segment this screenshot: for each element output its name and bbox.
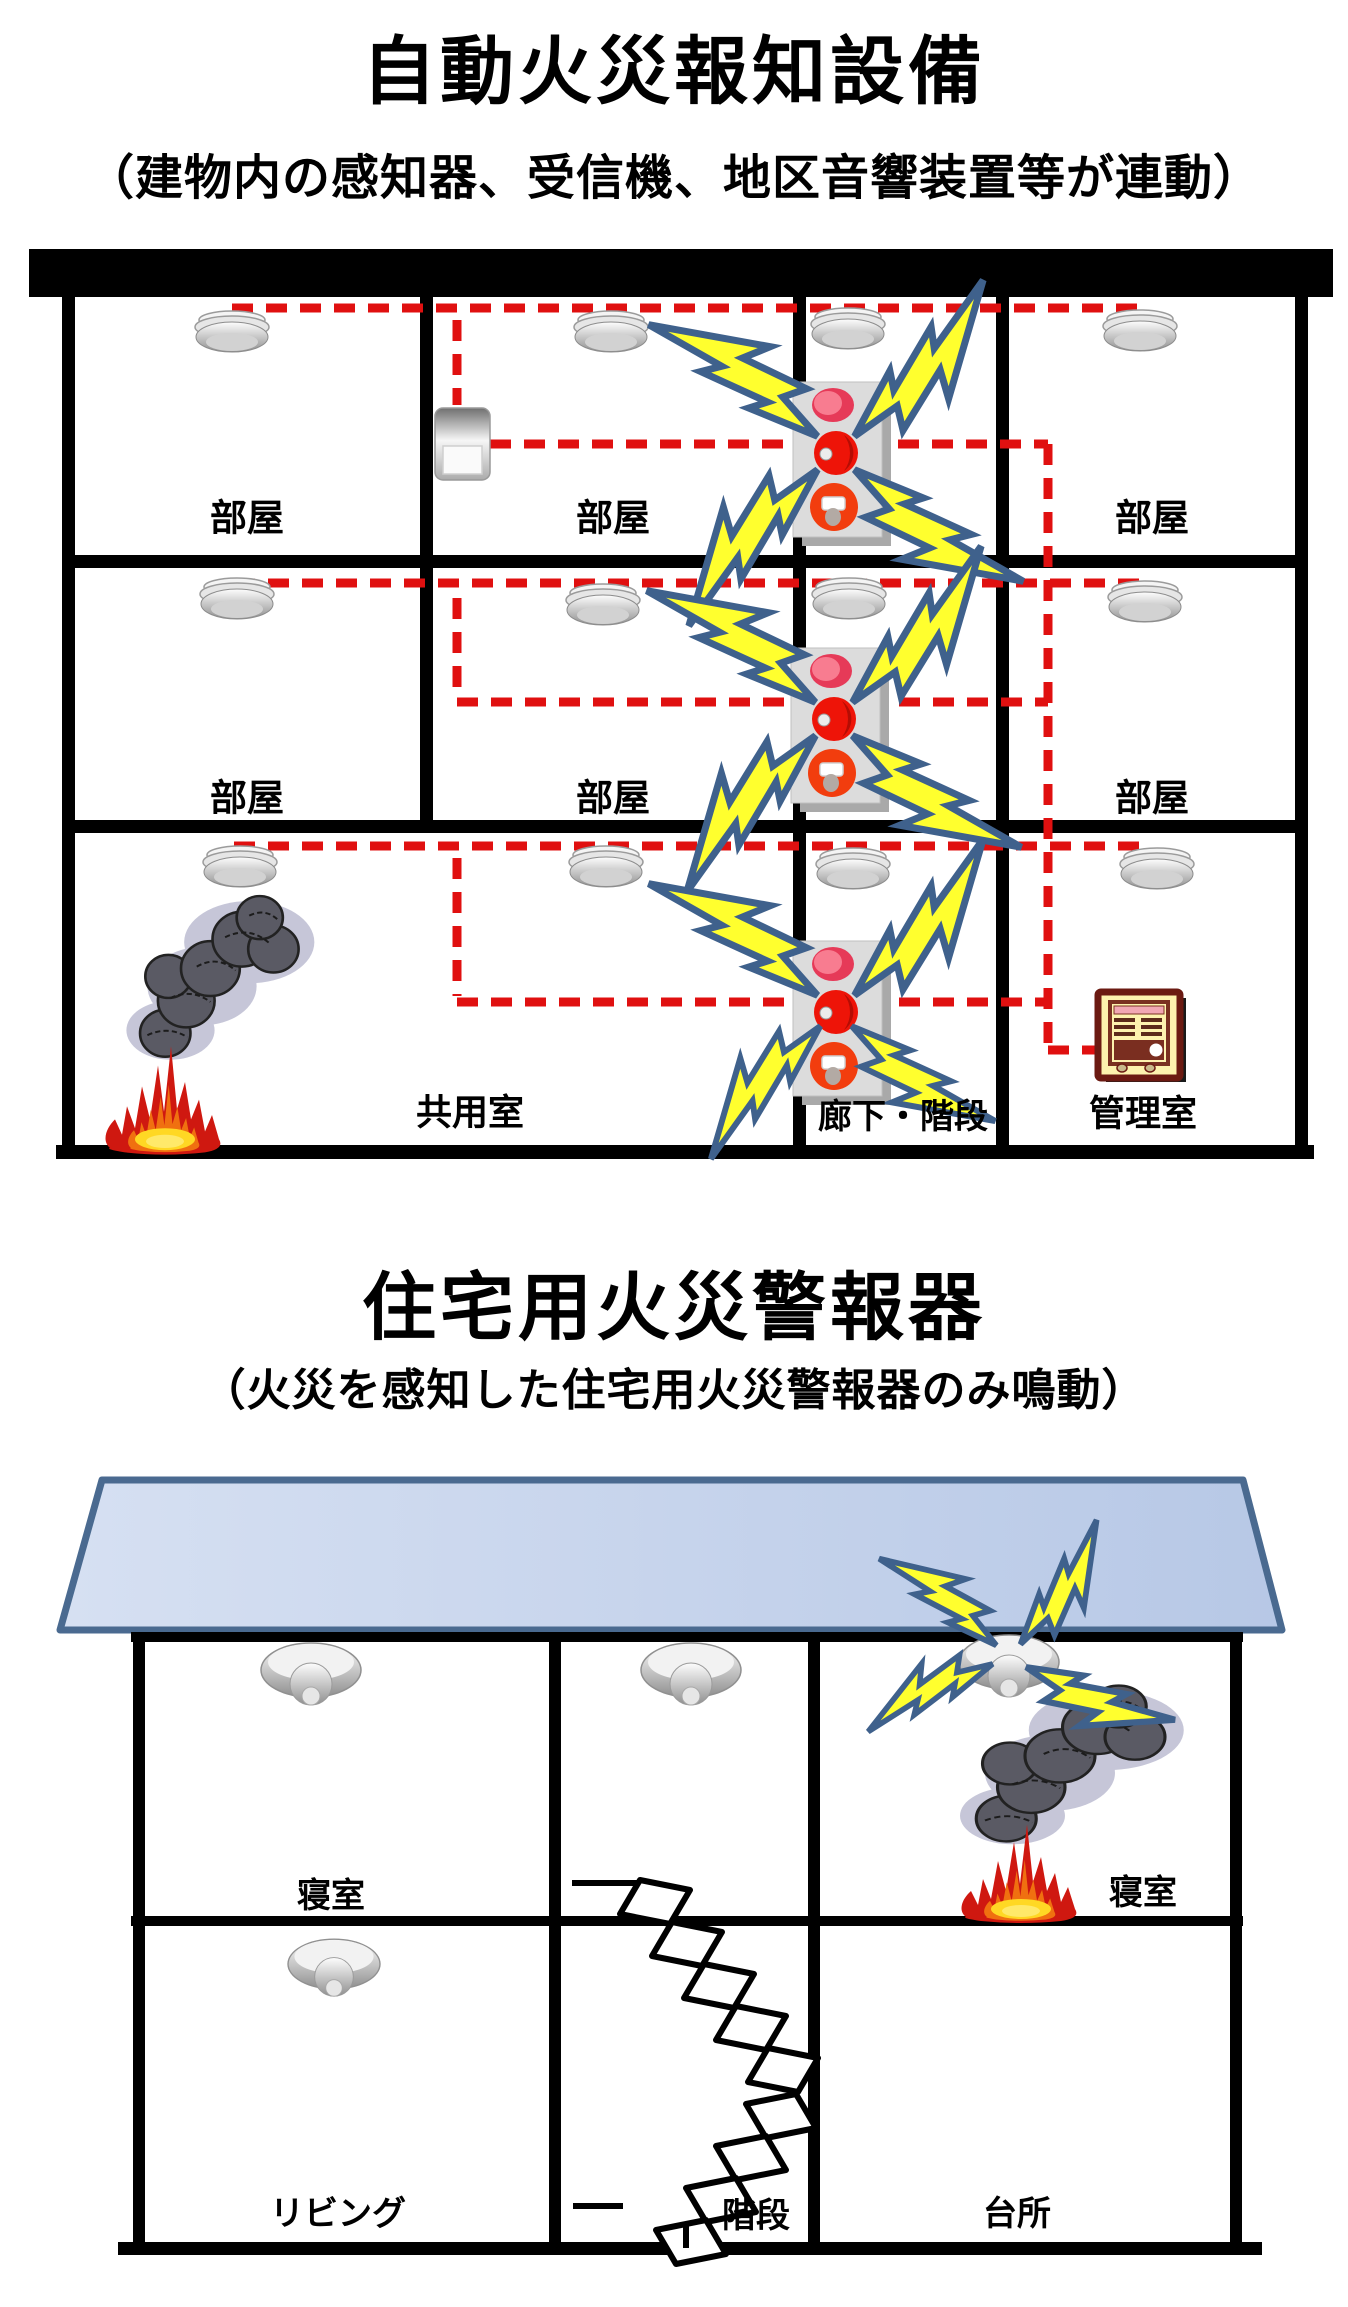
- wall-right: [1295, 297, 1308, 1158]
- house-structure: [118, 1632, 1262, 2255]
- wall-room-divider: [420, 297, 433, 820]
- lightning-bolt-icon: [649, 835, 841, 1017]
- smoke-detector-icon: [565, 583, 641, 626]
- smoke-detector-icon: [573, 310, 649, 353]
- bedroom-label: 寝室: [297, 1876, 365, 1915]
- roof: [56, 1476, 1286, 1634]
- house-ceiling-line: [131, 1632, 1243, 1642]
- staircase-icon: [572, 1880, 818, 2264]
- smoke-detector-icon: [199, 577, 275, 620]
- house-floor-divider: [131, 1916, 1243, 1926]
- transmitter-icon: [434, 407, 491, 481]
- house-wall-left: [133, 1632, 145, 2242]
- kitchen-label: 台所: [983, 2195, 1051, 2233]
- bedroom-label: 寝室: [1109, 1873, 1177, 1912]
- stairwell-wall-right: [808, 1642, 820, 2242]
- section1-subtitle: （建物内の感知器、受信機、地区音響装置等が連動）: [85, 152, 1262, 205]
- room-label: 部屋: [1115, 498, 1189, 539]
- smoke-detector-icon: [815, 847, 891, 890]
- building-structure: [29, 249, 1333, 1159]
- smoke-icon: [125, 894, 316, 1062]
- ceiling-slab: [29, 249, 1333, 297]
- building-floor-bottom: [56, 1145, 1314, 1159]
- stairwell-wall-left: [549, 1642, 561, 2242]
- fire-icon: [105, 1046, 221, 1155]
- smoke-detector-icon: [1119, 847, 1195, 890]
- residential-alarm-icon: [287, 1938, 381, 1997]
- house-wall-right: [1230, 1632, 1242, 2242]
- smoke-detector-icon: [202, 845, 278, 888]
- wall-left: [62, 297, 75, 1158]
- room-label: 部屋: [1115, 778, 1189, 819]
- receiver-icon: [1094, 988, 1186, 1082]
- living-label: リビング: [270, 2195, 406, 2233]
- section2-subtitle: （火災を感知した住宅用火災警報器のみ鳴動）: [201, 1366, 1147, 1415]
- floor-divider-1: [62, 555, 1308, 568]
- room-label: 部屋: [210, 498, 284, 539]
- smoke-detector-icon: [1107, 580, 1183, 623]
- room-label: 部屋: [576, 498, 650, 539]
- smoke-detector-icon: [810, 307, 886, 350]
- corridor-label: 廊下・階段: [818, 1097, 988, 1136]
- section2-title: 住宅用火災警報器: [362, 1266, 986, 1349]
- residential-alarm-icon: [640, 1642, 742, 1706]
- section1-title: 自動火災報知設備: [362, 30, 986, 113]
- smoke-detector-icon: [568, 845, 644, 888]
- alarm-wiring: [232, 303, 1145, 1055]
- room-label: 部屋: [576, 778, 650, 819]
- stairs-label: 階段: [722, 2196, 790, 2235]
- smoke-detector-icon: [194, 310, 270, 353]
- floor-divider-2: [62, 820, 1308, 833]
- smoke-detector-icon: [811, 577, 887, 620]
- office-label: 管理室: [1089, 1093, 1197, 1134]
- wall-corridor-right: [996, 297, 1009, 1145]
- common-room-label: 共用室: [416, 1092, 524, 1133]
- residential-alarm-icon: [260, 1642, 362, 1706]
- smoke-detector-icon: [1102, 309, 1178, 352]
- room-label: 部屋: [210, 778, 284, 819]
